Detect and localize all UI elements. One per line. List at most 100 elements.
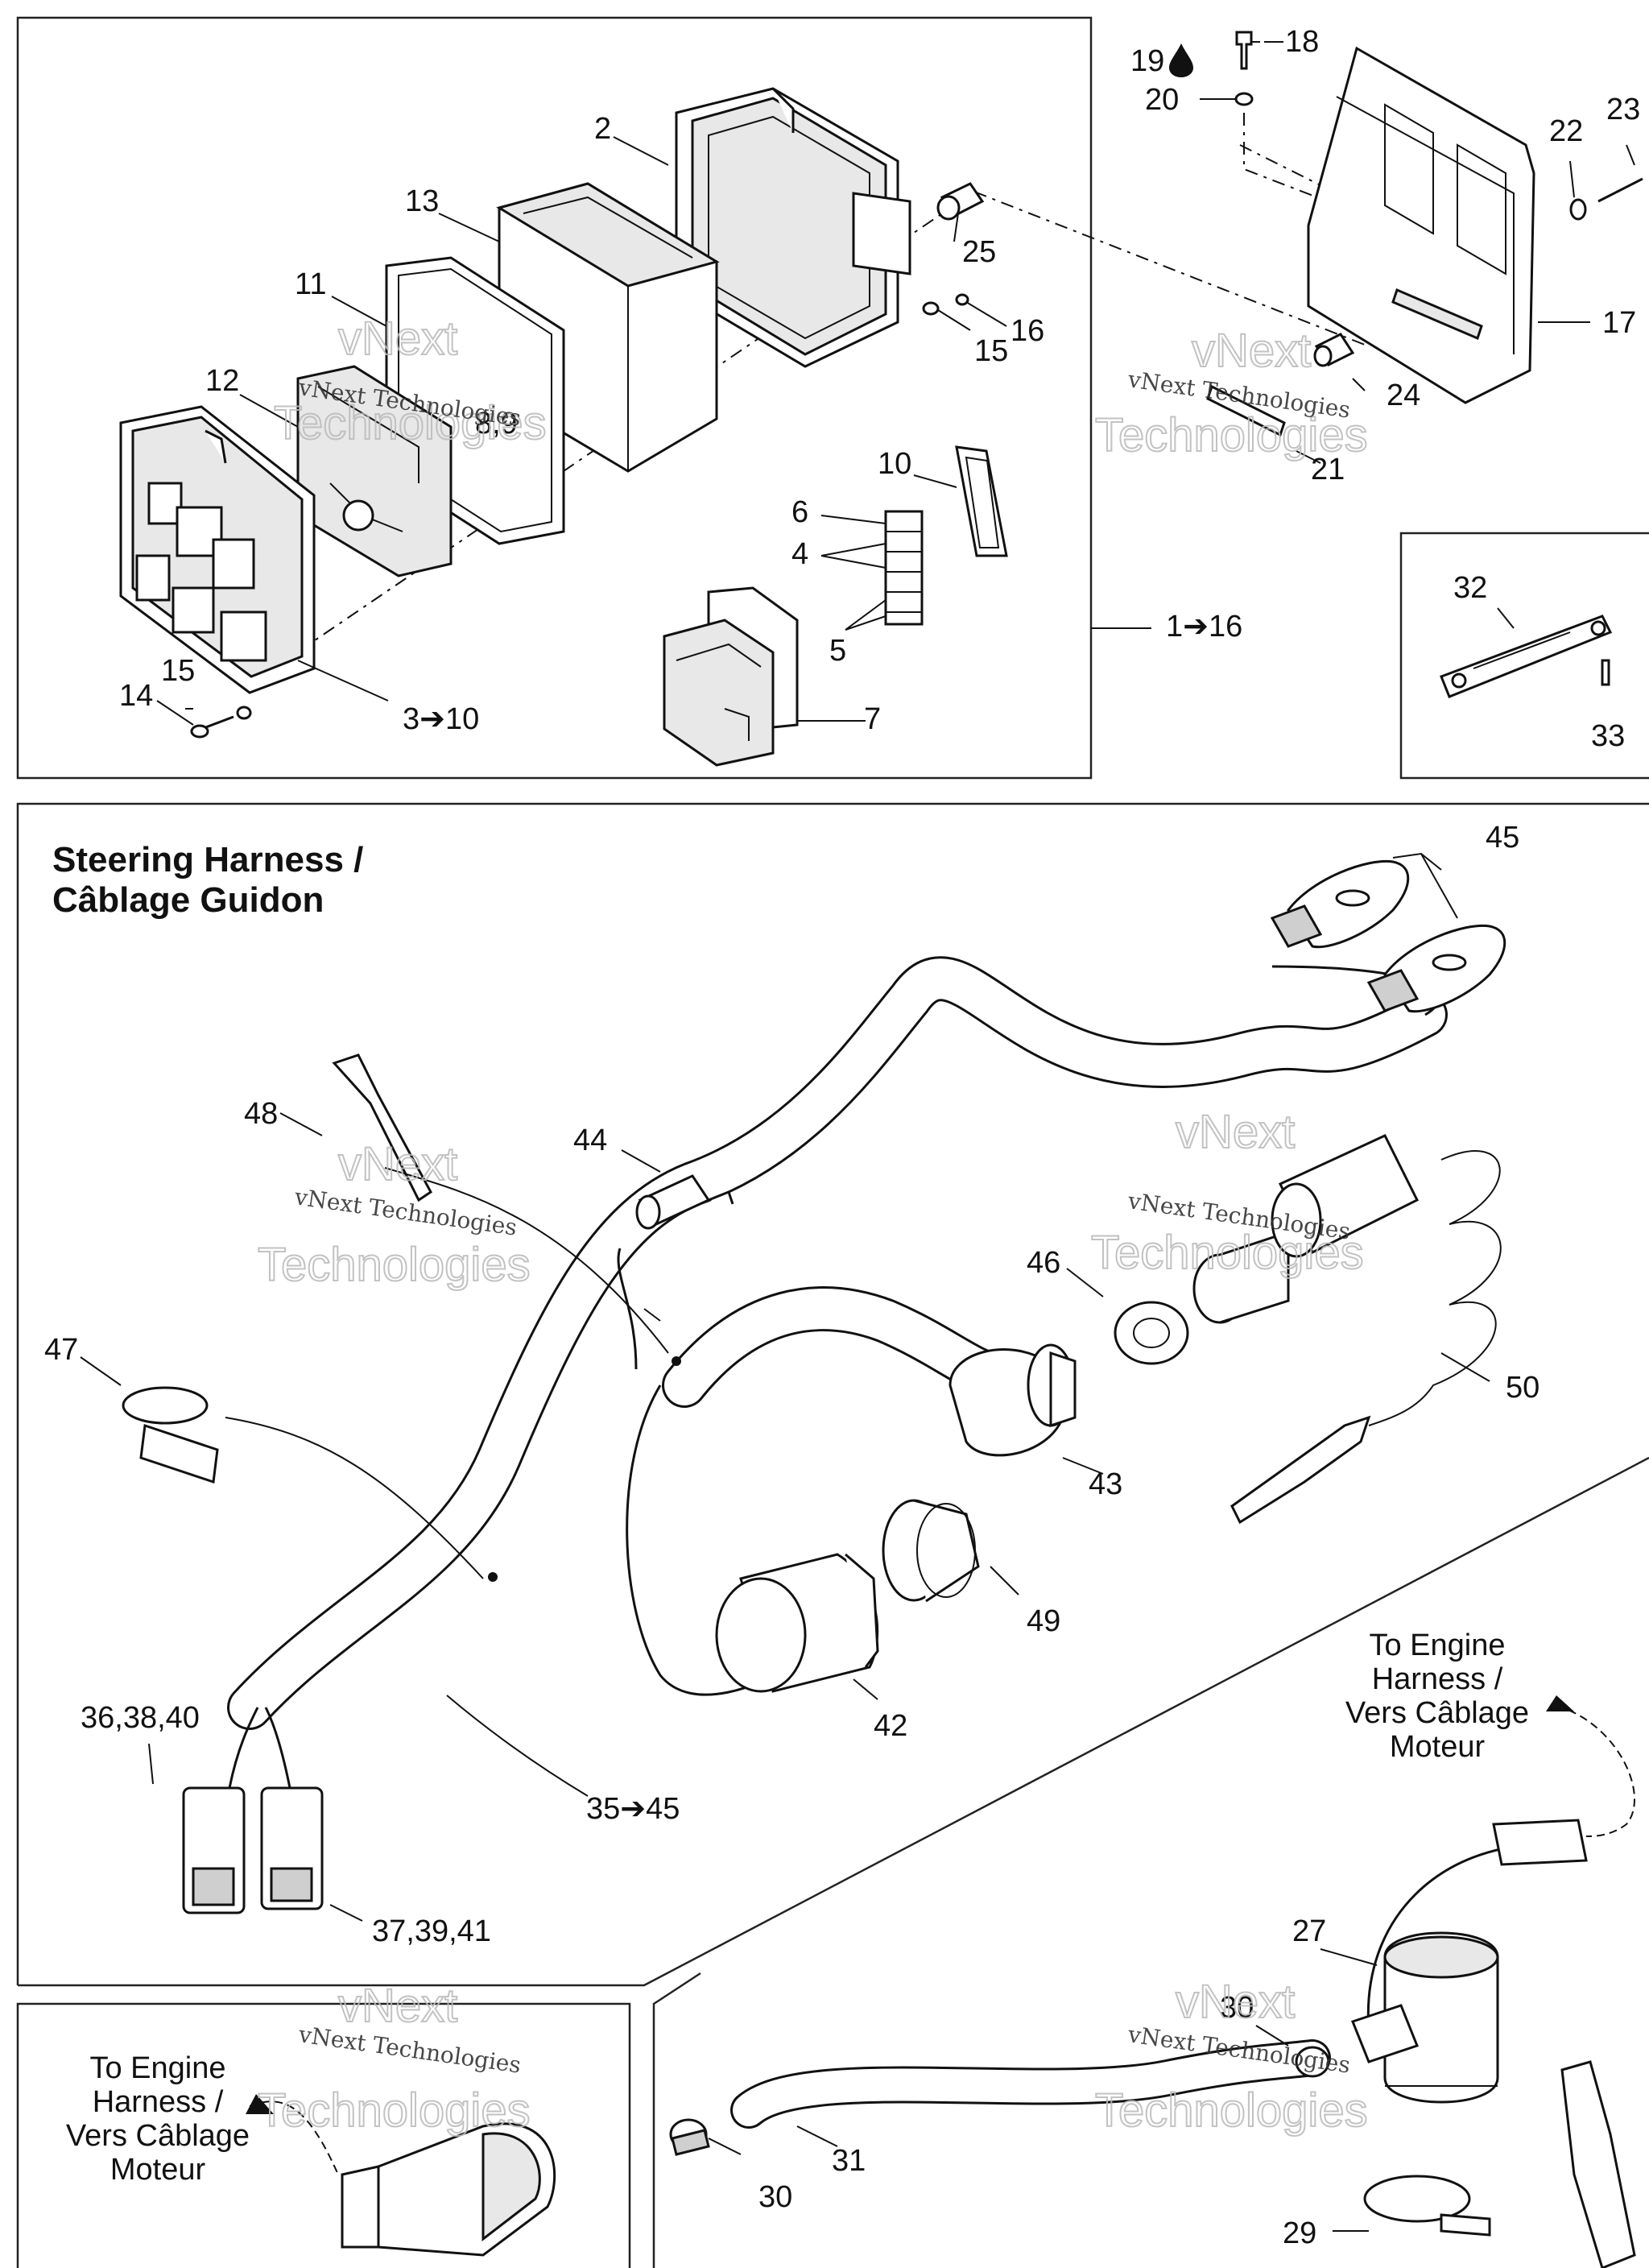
terminal-strip <box>884 510 924 626</box>
tie-strap-47 <box>122 1386 219 1484</box>
svg-text:Technologies: Technologies <box>1091 1227 1364 1279</box>
grommet-25 <box>936 182 985 221</box>
nut-sleeve <box>1192 1230 1290 1324</box>
callout-30-left: 30 <box>758 2180 792 2214</box>
callout-3-to-10: 3➔10 <box>403 702 479 736</box>
note-right-line3: Vers Câblage <box>1345 1696 1529 1730</box>
steering-title-line2: Câblage Guidon <box>52 880 324 920</box>
svg-text:vNext: vNext <box>338 1980 457 2032</box>
svg-text:Technologies: Technologies <box>1095 2084 1368 2137</box>
svg-text:vNext: vNext <box>338 1138 457 1190</box>
note-left-line4: Moteur <box>110 2153 206 2187</box>
washer-20 <box>1234 92 1254 106</box>
callout-44: 44 <box>573 1124 607 1157</box>
washer-46 <box>1114 1301 1189 1365</box>
lower-right-panel-frame <box>652 1972 701 2268</box>
oil-drop-icon <box>1169 43 1193 77</box>
callout-2: 2 <box>594 112 611 146</box>
callout-24: 24 <box>1387 379 1420 412</box>
watermark-4: vNext Technologies vNext Technologies <box>1090 1105 1365 1280</box>
leader-lines <box>80 41 1635 2232</box>
wire-connector-36 <box>228 1707 259 1789</box>
watermark-1: vNext Technologies vNext Technologies <box>273 312 548 450</box>
callout-22: 22 <box>1549 114 1583 148</box>
harness-point-a <box>672 1356 681 1366</box>
arrow-left-note <box>246 2094 274 2114</box>
callout-35-to-45: 35➔45 <box>586 1792 680 1826</box>
sensor-44 <box>635 1174 734 1230</box>
callout-labels: 2 13 11 12 8,9 25 16 15 10 6 4 5 7 3➔10 … <box>44 25 1640 2250</box>
callout-1-to-16: 1➔16 <box>1166 610 1242 644</box>
callout-11: 11 <box>295 267 326 301</box>
note-left-line3: Vers Câblage <box>66 2119 250 2153</box>
switch-45-a <box>1270 859 1410 949</box>
pump-27 <box>1351 1931 1499 2104</box>
callout-13: 13 <box>405 184 439 218</box>
note-left-line1: To Engine <box>89 2051 225 2085</box>
lower-left-panel-frame <box>16 2002 631 2268</box>
note-right-line2: Harness / <box>1372 1662 1503 1696</box>
note-engine-harness-left: To Engine Harness / Vers Câblage Moteur <box>66 2051 250 2187</box>
anchor-panel-frame <box>1399 532 1649 780</box>
callout-31: 31 <box>832 2144 866 2178</box>
connector-37 <box>260 1786 324 1910</box>
screw-33 <box>1601 659 1610 686</box>
front-cover <box>119 405 316 694</box>
callout-6: 6 <box>791 495 808 529</box>
callout-15-lower: 15 <box>161 654 195 688</box>
callout-30-right: 30 <box>1220 1991 1254 2025</box>
note-right-line1: To Engine <box>1369 1629 1505 1662</box>
connector-36 <box>182 1786 246 1914</box>
steering-title-line1: Steering Harness / <box>52 840 363 879</box>
spacer-24 <box>1313 333 1355 367</box>
bracket-lower-right <box>1560 2060 1636 2268</box>
callout-4: 4 <box>791 537 808 571</box>
watermarks: vNext Technologies vNext Technologies vN… <box>257 312 1369 2138</box>
ecm-panel-frame <box>16 16 1093 780</box>
callout-49: 49 <box>1027 1604 1060 1638</box>
watermark-5: vNext Technologies vNext Technologies <box>257 1979 531 2138</box>
bolt-23 <box>1597 177 1643 203</box>
connector-engine-right <box>1492 1819 1588 1866</box>
clip-48 <box>332 1053 432 1202</box>
washer-15-lower <box>236 706 252 720</box>
steering-panel-diagonal <box>18 1456 1649 1987</box>
switch-45-b <box>1366 924 1506 1013</box>
connector-engine-left <box>341 2122 556 2257</box>
callout-5: 5 <box>829 634 846 668</box>
bolt-18 <box>1235 31 1253 70</box>
svg-text:vNext Technologies: vNext Technologies <box>292 1183 519 1241</box>
note-engine-harness-right: To Engine Harness / Vers Câblage Moteur <box>1345 1629 1529 1764</box>
callout-23: 23 <box>1606 93 1640 126</box>
callout-47: 47 <box>44 1333 78 1367</box>
clamp-30-left <box>669 2118 710 2156</box>
callout-25: 25 <box>962 235 996 269</box>
callout-19: 19 <box>1130 44 1164 78</box>
gauge-42 <box>715 1553 879 1693</box>
callout-7: 7 <box>864 702 881 736</box>
band-clamp-29 <box>1363 2175 1491 2237</box>
callout-18: 18 <box>1285 25 1319 59</box>
callout-12: 12 <box>205 364 239 398</box>
svg-text:Technologies: Technologies <box>1095 409 1368 461</box>
callout-36-38-40: 36,38,40 <box>81 1701 200 1735</box>
callout-42: 42 <box>874 1709 907 1743</box>
callout-20: 20 <box>1145 83 1179 117</box>
svg-text:vNext: vNext <box>1176 1976 1295 2028</box>
callout-48: 48 <box>244 1097 278 1131</box>
arrow-right-note <box>1546 1695 1574 1711</box>
callout-37-39-41: 37,39,41 <box>372 1914 491 1948</box>
svg-text:Technologies: Technologies <box>258 2084 531 2137</box>
svg-text:vNext: vNext <box>338 312 457 365</box>
socket-43 <box>948 1343 1077 1457</box>
watermark-3: vNext Technologies vNext Technologies <box>257 1137 531 1292</box>
wire-to-44 <box>617 1248 638 1370</box>
note-right-line4: Moteur <box>1390 1730 1486 1764</box>
callout-27: 27 <box>1292 1914 1326 1948</box>
callout-33: 33 <box>1591 719 1625 753</box>
hose-31 <box>730 2039 1331 2129</box>
callout-16: 16 <box>1010 314 1044 348</box>
callout-43: 43 <box>1089 1467 1122 1501</box>
callout-46: 46 <box>1027 1246 1060 1280</box>
